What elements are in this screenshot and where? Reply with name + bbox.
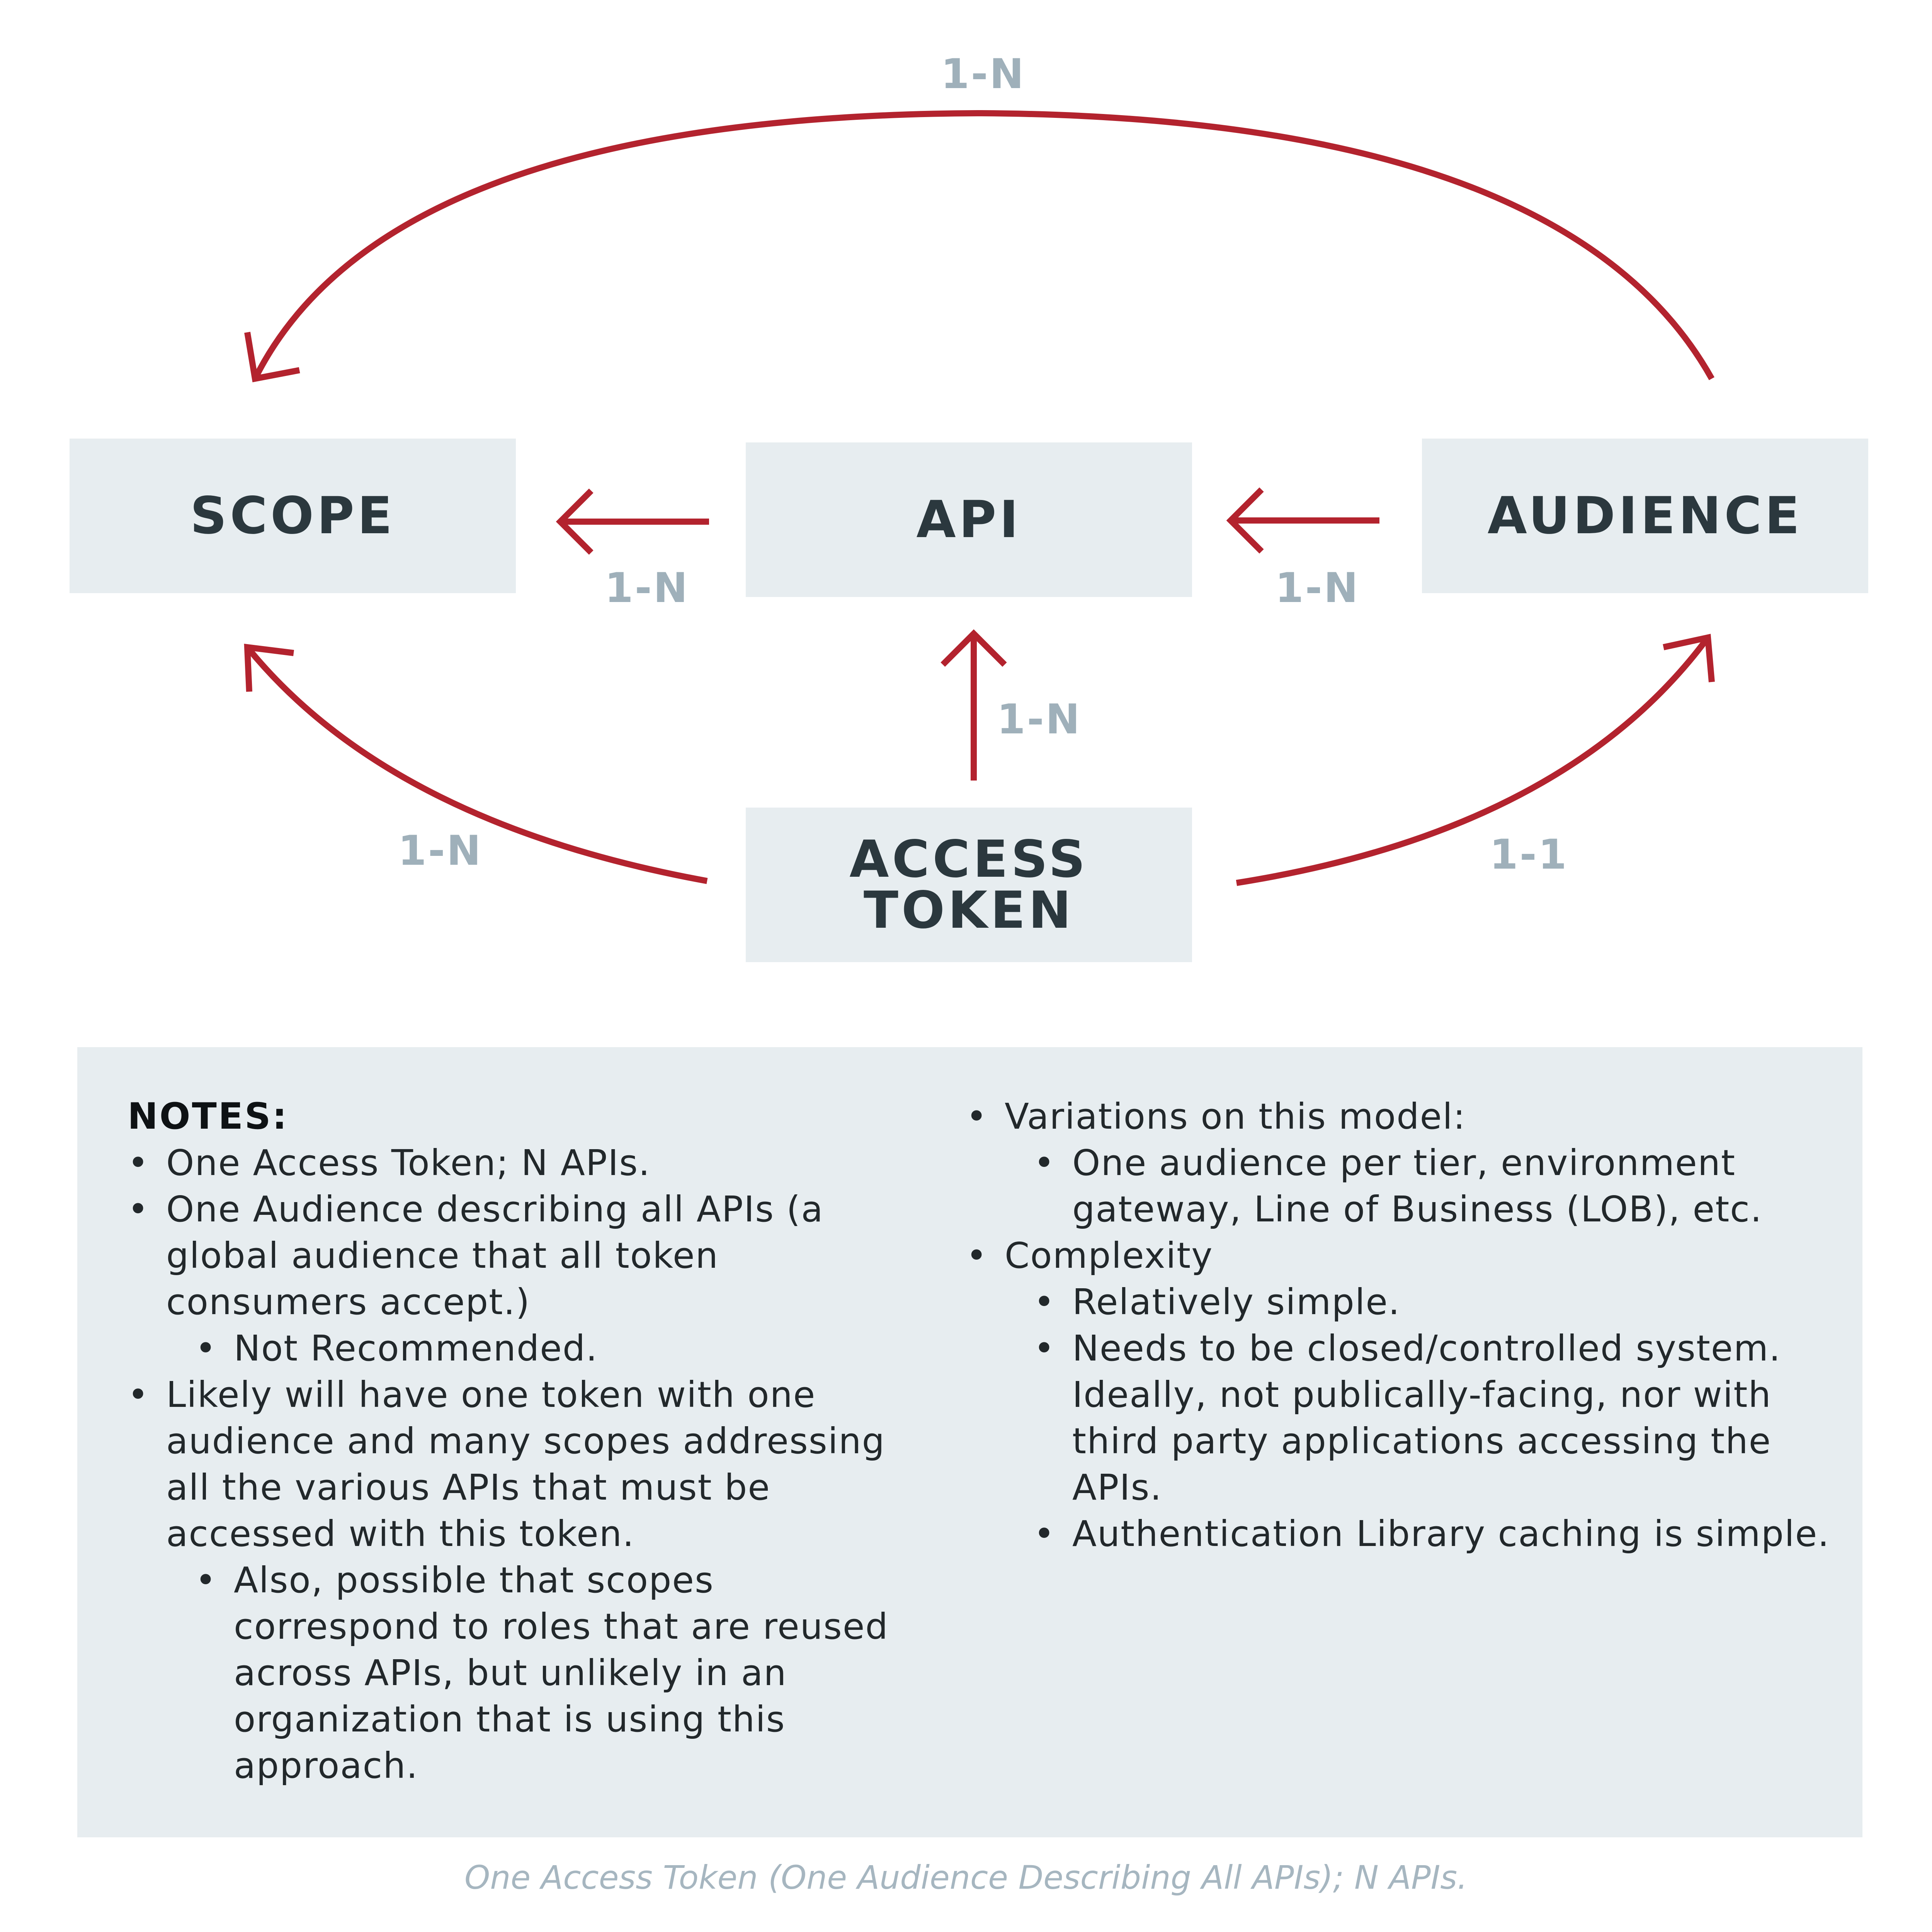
arrow-token-to-scope <box>245 645 708 884</box>
note-item: • One Audience describing all APIs (a gl… <box>128 1186 931 1325</box>
note-text: Not Recommended. <box>234 1328 598 1369</box>
note-subitem: • Relatively simple. <box>966 1279 1847 1325</box>
note-subitem: • Authentication Library caching is simp… <box>966 1511 1847 1557</box>
note-text: One Audience describing all APIs (a glob… <box>166 1189 824 1323</box>
note-subitem: • Needs to be closed/controlled system. … <box>966 1325 1847 1511</box>
note-subitem: • One audience per tier, environment gat… <box>966 1140 1847 1233</box>
arrow-audience-to-api-head <box>1226 487 1264 554</box>
note-text: One Access Token; N APIs. <box>166 1142 651 1184</box>
relation-token-scope-label: 1-N <box>398 827 483 874</box>
bullet-icon: • <box>966 1096 988 1137</box>
relation-audience-api-label: 1-N <box>1275 564 1360 612</box>
bullet-icon: • <box>1034 1513 1056 1554</box>
bullet-icon: • <box>1034 1328 1056 1369</box>
note-text: Also, possible that scopes correspond to… <box>234 1560 889 1786</box>
figure-caption: One Access Token (One Audience Describin… <box>464 1859 1468 1896</box>
note-text: Relatively simple. <box>1072 1281 1401 1323</box>
notes-panel: NOTES: • One Access Token; N APIs. • One… <box>77 1047 1862 1837</box>
note-subitem: • Also, possible that scopes correspond … <box>128 1557 931 1789</box>
notes-right-column: • Variations on this model: • One audien… <box>966 1094 1847 1557</box>
audience-box: AUDIENCE <box>1422 439 1868 593</box>
access-token-label-line1: ACCESS <box>849 830 1088 889</box>
relation-token-audience-label: 1-1 <box>1490 831 1568 878</box>
note-subitem: • Not Recommended. <box>128 1325 931 1372</box>
arrow-token-to-audience-head <box>1663 634 1715 682</box>
arrow-token-to-scope-head <box>244 643 294 692</box>
note-item: • Likely will have one token with one au… <box>128 1372 931 1557</box>
bullet-icon: • <box>128 1189 150 1230</box>
note-item: • Complexity <box>966 1233 1847 1279</box>
arrow-audience-to-scope-head <box>244 332 300 383</box>
scope-label: SCOPE <box>190 486 396 546</box>
notes-heading: NOTES: <box>128 1095 289 1138</box>
api-box: API <box>746 442 1192 597</box>
arrow-audience-to-scope <box>252 110 1714 380</box>
notes-left-column: NOTES: • One Access Token; N APIs. • One… <box>128 1094 931 1789</box>
note-text: Needs to be closed/controlled system. Id… <box>1072 1328 1781 1508</box>
note-text: Authentication Library caching is simple… <box>1072 1513 1830 1554</box>
arrow-api-to-scope-head <box>556 488 594 555</box>
relation-token-api-label: 1-N <box>997 696 1082 743</box>
arrow-token-to-api-head <box>940 629 1007 667</box>
bullet-icon: • <box>1034 1142 1056 1184</box>
note-text: One audience per tier, environment gatew… <box>1072 1142 1763 1230</box>
bullet-icon: • <box>128 1142 150 1184</box>
note-text: Complexity <box>1005 1235 1213 1276</box>
relation-api-scope-label: 1-N <box>605 564 689 612</box>
note-text: Likely will have one token with one audi… <box>166 1374 885 1554</box>
bullet-icon: • <box>1034 1281 1056 1323</box>
api-label: API <box>916 490 1022 549</box>
bullet-icon: • <box>128 1374 150 1415</box>
scope-box: SCOPE <box>70 439 516 593</box>
note-item: • Variations on this model: <box>966 1094 1847 1140</box>
bullet-icon: • <box>195 1328 217 1369</box>
arrow-token-to-audience <box>1236 636 1711 886</box>
access-token-label-line2: TOKEN <box>863 881 1075 940</box>
bullet-icon: • <box>195 1560 217 1601</box>
access-token-box: ACCESS TOKEN <box>746 808 1192 962</box>
relation-audience-scope-label: 1-N <box>941 50 1026 98</box>
audience-label: AUDIENCE <box>1487 486 1803 546</box>
bullet-icon: • <box>966 1235 988 1276</box>
note-item: • One Access Token; N APIs. <box>128 1140 931 1186</box>
note-text: Variations on this model: <box>1005 1096 1466 1137</box>
